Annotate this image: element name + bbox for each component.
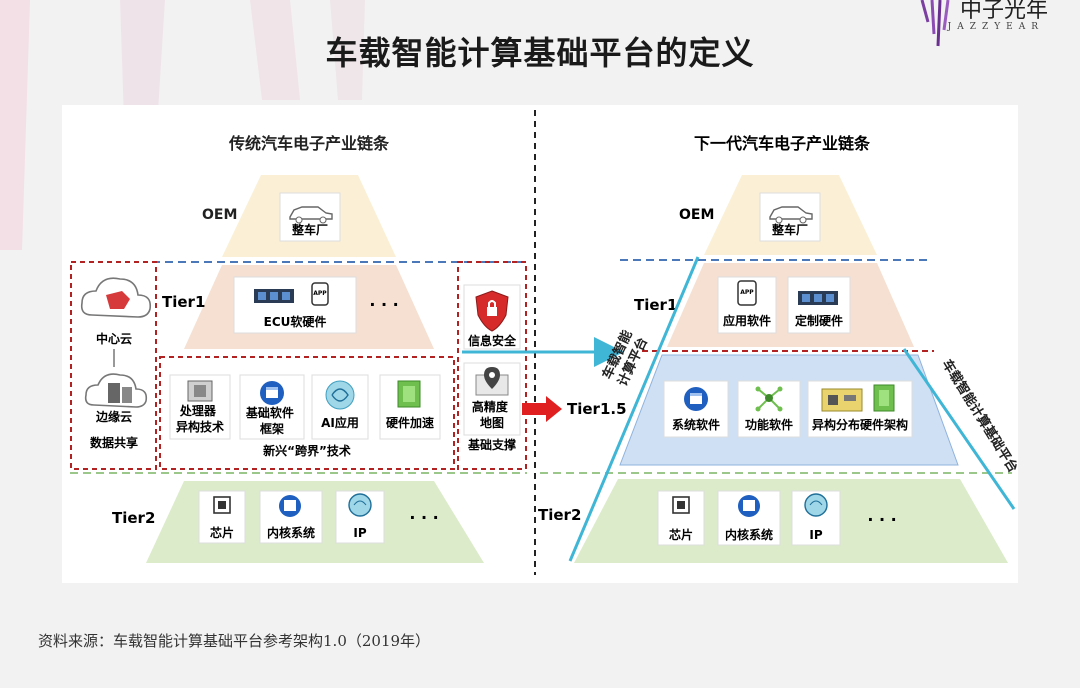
emerging-item-framework-line2: 框架 [260, 421, 284, 436]
edge-cloud-label: 边缘云 [95, 409, 132, 424]
ecu-board-icon [254, 289, 294, 303]
network-nodes-icon [755, 386, 783, 412]
right-tier1-item-0: 应用软件 [723, 313, 771, 328]
left-tier2-item-0: 芯片 [210, 525, 234, 540]
right-tier15-item-2: 异构分布硬件架构 [812, 417, 908, 432]
map-caption: 基础支撑 [467, 437, 516, 452]
left-tier1-label: Tier1 [162, 293, 205, 311]
app-icon: APP [311, 282, 329, 306]
left-tier2-item-2: IP [353, 526, 366, 540]
source-citation: 资料来源：车载智能计算基础平台参考架构1.0（2019年） [38, 632, 431, 650]
left-oem-label: OEM [202, 207, 237, 223]
emerging-tech-box [159, 356, 455, 470]
right-tier1-item-1: 定制硬件 [795, 313, 843, 328]
emerging-item-ai-line1: AI应用 [321, 415, 359, 430]
diagram-panel: 传统汽车电子产业链条 OEM 整车厂 Tier1 APP ECU软硬件 · · … [62, 105, 1018, 583]
left-oem-item: 整车厂 [291, 222, 328, 237]
security-item: 信息安全 [468, 333, 517, 348]
support-box [457, 261, 527, 470]
svg-text:APP: APP [313, 290, 327, 297]
red-arrow [522, 396, 562, 422]
left-heading: 传统汽车电子产业链条 [228, 134, 390, 153]
kernel-window-icon [279, 495, 301, 517]
left-tier2-ellipsis: · · · [409, 508, 438, 527]
center-cloud-icon [80, 277, 152, 318]
center-cloud-label: 中心云 [96, 331, 132, 346]
edge-cloud-icon [84, 373, 148, 408]
right-oem-item: 整车厂 [771, 222, 808, 237]
right-tier2-layer [574, 479, 1008, 563]
emerging-item-processor-line2: 异构技术 [176, 419, 224, 434]
chip-icon-right [672, 496, 690, 514]
emerging-caption: 新兴“跨界”技术 [263, 443, 351, 458]
left-tier2-label: Tier2 [112, 509, 155, 527]
ip-head-icon [348, 493, 372, 517]
left-tier1-ellipsis: · · · [369, 295, 398, 314]
ecu-board-icon-right [798, 291, 838, 305]
left-tier1-card [233, 276, 357, 334]
right-tier2-card-chip [657, 490, 705, 546]
map-pin-icon [475, 367, 509, 396]
kernel-window-icon-right [738, 495, 760, 517]
emerging-item-processor-line1: 处理器 [179, 403, 217, 418]
chip-icon [213, 496, 231, 514]
map-item-line2: 地图 [480, 415, 504, 430]
emerging-item-framework: 基础软件 框架 [245, 405, 298, 436]
emerging-card-framework [239, 374, 305, 440]
circuit-board-icon [821, 388, 863, 412]
logo-mark-icon [920, 0, 950, 47]
emerging-item-accel-line1: 硬件加速 [386, 415, 434, 430]
map-item: 高精度 地图 [472, 399, 512, 430]
right-tier2-label: Tier2 [538, 506, 581, 524]
hardware-chip-icon [397, 380, 421, 408]
car-icon [289, 206, 333, 224]
map-item-line1: 高精度 [472, 399, 509, 414]
data-sharing-caption: 数据共享 [90, 435, 138, 450]
logo-name: 中子光年 [959, 0, 1048, 23]
platform-label-left: 车载智能 计算平台 [599, 324, 653, 389]
right-oem-label: OEM [679, 207, 714, 223]
platform-bracket-left [568, 256, 700, 562]
ai-brain-icon [325, 380, 355, 410]
right-tier15-card-func [737, 380, 801, 438]
right-tier15-item-1: 功能软件 [745, 417, 793, 432]
emerging-item-framework-line1: 基础软件 [245, 405, 294, 420]
page-title: 车载智能计算基础平台的定义 [325, 34, 755, 72]
right-tier1-label: Tier1 [634, 296, 677, 314]
left-tier2-card-chip [198, 490, 246, 544]
right-tier2-item-0: 芯片 [669, 527, 693, 542]
right-tier2-item-1: 内核系统 [725, 527, 773, 542]
left-tier1-item: ECU软硬件 [264, 314, 327, 329]
emerging-item-processor: 处理器 异构技术 [176, 403, 224, 434]
industry-chain-diagram: 传统汽车电子产业链条 OEM 整车厂 Tier1 APP ECU软硬件 · · … [70, 110, 1018, 575]
logo-subtitle: JAZZYEAR [947, 22, 1044, 32]
emerging-item-ai: AI应用 [321, 415, 359, 430]
right-tier15-item-0: 系统软件 [672, 417, 720, 432]
app-icon-right: APP [737, 280, 757, 306]
ip-head-icon-right [804, 493, 828, 517]
shield-icon [475, 290, 509, 332]
brand-logo: 中子光年 JAZZYEAR [886, 0, 1066, 48]
processor-icon [187, 380, 213, 402]
system-software-icon [684, 387, 708, 411]
software-window-icon [260, 381, 284, 405]
right-tier15-label: Tier1.5 [567, 400, 627, 418]
cloud-box [70, 261, 157, 470]
platform-bracket-right [902, 348, 1016, 510]
svg-text:APP: APP [740, 289, 754, 296]
hardware-chip-icon-right [873, 384, 895, 412]
emerging-item-accel: 硬件加速 [386, 415, 434, 430]
left-tier2-item-1: 内核系统 [267, 525, 315, 540]
right-tier2-item-2: IP [809, 528, 822, 542]
car-icon-right [769, 206, 813, 224]
right-tier2-ellipsis: · · · [867, 510, 896, 529]
right-heading: 下一代汽车电子产业链条 [694, 134, 871, 153]
